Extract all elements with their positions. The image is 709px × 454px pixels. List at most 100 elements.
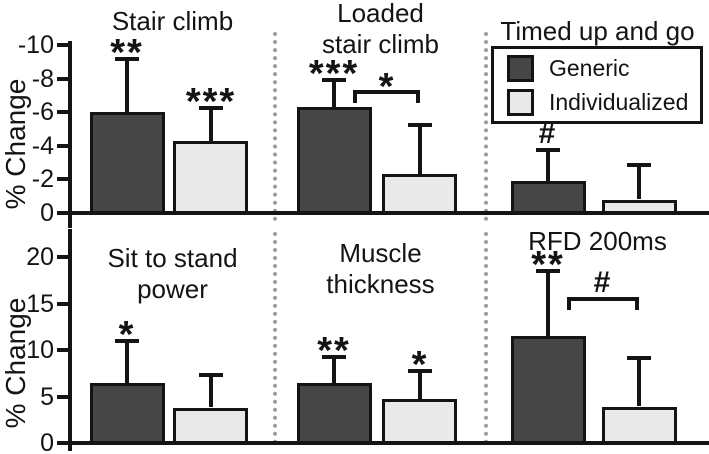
bar-individualized: [173, 141, 248, 215]
error-bar-line: [418, 124, 422, 174]
x-axis-line: [68, 441, 709, 445]
bar-generic: [511, 336, 586, 445]
y-tick-label: 10: [26, 336, 54, 364]
sig-marker: #: [538, 117, 558, 150]
bar-individualized: [382, 174, 457, 215]
panel-title-line: power: [137, 274, 208, 304]
panel-separator: [484, 32, 488, 221]
y-axis-line: [68, 41, 72, 228]
error-bar-cap: [536, 148, 560, 152]
panel-title-line: Muscle: [339, 238, 422, 268]
y-tick-label: -4: [31, 132, 54, 160]
panel-title: RFD 200ms: [486, 226, 709, 257]
error-bar-line: [637, 357, 641, 406]
y-tick: [57, 255, 70, 259]
sig-bracket: [353, 90, 420, 94]
panel-title-line: stair climb: [321, 29, 439, 59]
panel-title: Stair climb: [70, 6, 275, 37]
y-tick-label: 0: [40, 429, 54, 454]
bar-generic: [90, 112, 165, 215]
y-tick-label: 0: [40, 199, 54, 227]
legend-swatch-generic: [507, 54, 534, 82]
sig-marker: ***: [308, 53, 360, 95]
y-tick-label: 5: [40, 383, 54, 411]
y-tick: [57, 177, 70, 181]
error-bar-cap: [322, 78, 346, 82]
error-bar-line: [209, 107, 213, 141]
y-axis-title: % Change: [0, 78, 31, 210]
legend-label-individualized: Individualized: [549, 88, 689, 115]
bar-individualized: [173, 408, 248, 445]
error-bar-cap: [408, 369, 432, 373]
bar-generic: [297, 107, 372, 215]
error-bar-line: [332, 79, 336, 108]
sig-bracket-leg: [416, 90, 420, 103]
sig-bracket-leg: [567, 297, 571, 310]
panel-separator: [484, 232, 488, 444]
panel-title-line: Timed up and go: [500, 16, 695, 46]
y-tick: [57, 441, 70, 445]
error-bar-line: [332, 356, 336, 383]
error-bar-cap: [115, 57, 139, 61]
sig-marker: *: [118, 314, 136, 356]
y-tick: [57, 302, 70, 306]
sig-marker: **: [531, 244, 565, 286]
panel-title-line: Stair climb: [111, 6, 234, 36]
error-bar-line: [125, 340, 129, 383]
y-tick-label: 15: [26, 290, 54, 318]
panel-title: Timed up and go: [486, 16, 709, 47]
error-bar-cap: [536, 269, 560, 273]
y-tick: [57, 348, 70, 352]
panel-separator: [273, 232, 277, 444]
error-bar-line: [637, 164, 641, 199]
sig-marker: *: [411, 344, 429, 386]
x-axis-line: [68, 211, 709, 215]
y-axis-line: [68, 229, 72, 451]
sig-bracket: [567, 297, 639, 301]
sig-marker: **: [110, 32, 144, 74]
y-tick: [57, 144, 70, 148]
bar-generic: [297, 383, 372, 445]
y-tick-label: -10: [17, 31, 54, 59]
error-bar-line: [209, 374, 213, 407]
error-bar-line: [546, 149, 550, 181]
bar-individualized: [602, 407, 677, 445]
legend-label-generic: Generic: [549, 54, 630, 81]
y-tick: [57, 77, 70, 81]
sig-bracket-label: *: [378, 66, 396, 108]
error-bar-cap: [115, 339, 139, 343]
error-bar-cap: [322, 355, 346, 359]
panel-title-line: Loaded: [337, 0, 424, 28]
error-bar-line: [418, 370, 422, 399]
error-bar-cap: [627, 356, 651, 360]
sig-bracket-leg: [635, 297, 639, 310]
panel-title-line: Sit to stand: [107, 243, 238, 273]
error-bar-cap: [627, 163, 651, 167]
sig-bracket-leg: [353, 90, 357, 103]
y-tick-label: -2: [31, 165, 54, 193]
y-tick: [57, 110, 70, 114]
y-tick: [57, 395, 70, 399]
error-bar-cap: [408, 123, 432, 127]
panel-title-line: RFD 200ms: [528, 226, 667, 256]
panel-title-line: thickness: [326, 269, 435, 299]
y-tick: [57, 43, 70, 47]
bar-individualized: [382, 399, 457, 445]
y-tick-label: 20: [26, 243, 54, 271]
panel-separator: [273, 32, 277, 221]
y-tick-label: -6: [31, 98, 54, 126]
y-tick: [57, 211, 70, 215]
bar-generic: [90, 383, 165, 445]
y-axis-title: % Change: [0, 297, 31, 429]
sig-marker: ***: [185, 81, 237, 123]
legend-swatch-individualized: [507, 88, 534, 116]
sig-bracket-label: #: [593, 266, 613, 299]
legend-item-generic: Generic: [507, 54, 700, 82]
bar-generic: [511, 181, 586, 215]
error-bar-cap: [199, 373, 223, 377]
legend-item-individualized: Individualized: [507, 88, 700, 116]
